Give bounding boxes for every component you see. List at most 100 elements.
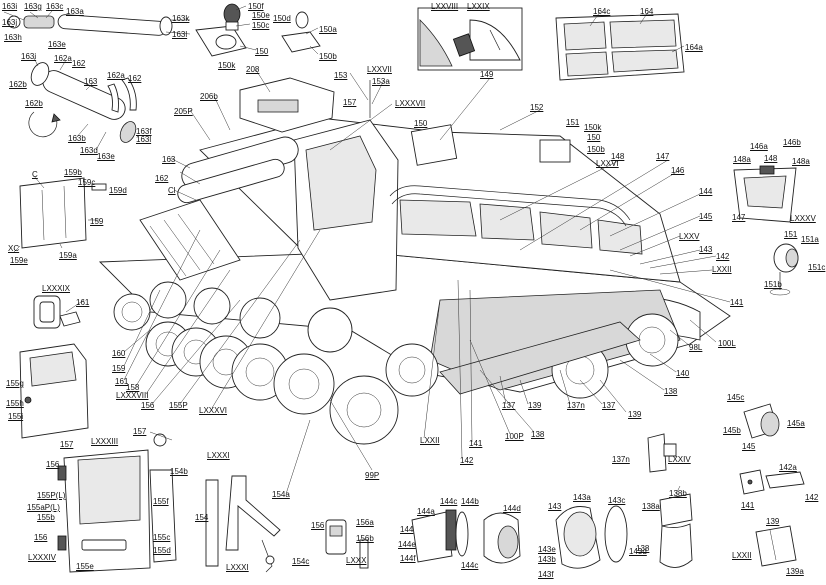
callout-label: 159b: [64, 168, 82, 177]
callout-label: 139: [628, 410, 642, 419]
callout-label: 146b: [783, 138, 801, 147]
callout-label: 156a: [356, 518, 374, 527]
vehicle-body: [98, 77, 731, 393]
callout-label: 150b: [319, 52, 337, 61]
callout-label: 144: [400, 525, 414, 534]
callout-label: 164: [640, 7, 654, 16]
lamp-150-assembly: [195, 3, 321, 57]
callout-label: 150k: [584, 123, 602, 132]
lamp-145: [743, 403, 780, 439]
callout-label: 143d: [629, 547, 647, 556]
callout-label: 155g: [6, 379, 24, 388]
callout-label: 161: [115, 377, 129, 386]
callout-label: 157: [133, 427, 147, 436]
callout-label: 150k: [218, 61, 236, 70]
callout-label: 159a: [59, 251, 77, 260]
muffler-upper-part: [3, 10, 191, 36]
callout-label: LXXII: [732, 551, 752, 560]
callout-label: 143f: [538, 570, 554, 579]
callout-label: 142: [805, 493, 819, 502]
callout-label: 156: [311, 521, 325, 530]
callout-label: 155e: [76, 562, 94, 571]
callout-label: 163: [162, 155, 176, 164]
callout-label: 151b: [764, 280, 782, 289]
callout-label: 141: [741, 501, 755, 510]
callout-label: 138: [531, 430, 545, 439]
callout-label: 145: [699, 212, 713, 221]
callout-label: 138a: [642, 502, 660, 511]
hatch-frame-146: [733, 165, 797, 223]
callout-label: 155c: [153, 533, 171, 542]
callout-label: 145b: [723, 426, 741, 435]
callout-label: 148: [764, 154, 778, 163]
callout-label: 162a: [54, 54, 72, 63]
callout-label: 154a: [272, 490, 290, 499]
callout-label: 156: [46, 460, 60, 469]
callout-label: 163d: [80, 146, 98, 155]
callout-label: 162: [72, 59, 86, 68]
callout-label: 143: [699, 245, 713, 254]
callout-label: 156: [141, 401, 155, 410]
callout-label: 143: [548, 502, 562, 511]
callout-label: 152: [530, 103, 544, 112]
callout-label: 163g: [24, 2, 42, 11]
callout-label: 143e: [538, 545, 556, 554]
callout-label: 142: [716, 252, 730, 261]
door-lxxxiii: [57, 431, 177, 573]
callout-label: 145a: [787, 419, 805, 428]
callout-label: 163e: [97, 152, 115, 161]
latch-156: [325, 519, 369, 569]
callout-label: 100P: [505, 432, 524, 441]
callout-label: 155aP(L): [27, 503, 60, 512]
callout-label: 149: [480, 70, 494, 79]
callout-label: Cl: [168, 186, 176, 195]
callout-label: 163b: [68, 134, 86, 143]
callout-label: 163i: [21, 52, 37, 61]
callout-label: 150e: [252, 11, 270, 20]
bracket-154: [205, 475, 281, 573]
callout-label: LXXXI: [207, 451, 230, 460]
callout-label: 150f: [248, 2, 264, 11]
callout-label: LXXV: [679, 232, 700, 241]
bracket-142: [739, 469, 805, 495]
callout-label: 163k: [172, 14, 190, 23]
callout-label: 162a: [107, 71, 125, 80]
callout-label: 163: [84, 77, 98, 86]
callout-label: 154c: [292, 557, 310, 566]
callout-label: 146a: [750, 142, 768, 151]
window-glass-164: [555, 11, 685, 81]
callout-label: 139: [766, 517, 780, 526]
callout-label: 138: [636, 544, 650, 553]
callout-label: 159: [90, 217, 104, 226]
callout-label: 138b: [669, 489, 687, 498]
callout-label: 164a: [685, 43, 703, 52]
callout-label: 163a: [66, 7, 84, 16]
callout-label: LXXVIII: [431, 2, 459, 11]
callout-label: LXXXVII: [395, 99, 426, 108]
callout-label: 162b: [25, 99, 43, 108]
callout-label: 144a: [417, 507, 435, 516]
callout-label: LXXII: [420, 436, 440, 445]
callout-label: 159c: [78, 178, 96, 187]
callout-label: 157: [60, 440, 74, 449]
callout-label: 145c: [727, 393, 745, 402]
callout-label: 139: [528, 401, 542, 410]
callout-label: 139a: [786, 567, 804, 576]
callout-label: 150a: [319, 25, 337, 34]
callout-label: 150b: [587, 145, 605, 154]
callout-label: 144c: [461, 561, 479, 570]
callout-label: LXXXIII: [91, 437, 119, 446]
callout-label: 163f: [136, 127, 152, 136]
panel-159: [13, 175, 107, 253]
callout-label: 205P: [174, 107, 193, 116]
headlight-143: [555, 505, 628, 569]
callout-label: LXXXIX: [42, 284, 71, 293]
callout-label: 99P: [365, 471, 380, 480]
callout-label: 148: [611, 152, 625, 161]
callout-label: 137: [602, 401, 616, 410]
callout-label: 151a: [801, 235, 819, 244]
callout-label: 137n: [612, 455, 630, 464]
callout-label: 150c: [252, 21, 270, 30]
callout-label: 138: [664, 387, 678, 396]
